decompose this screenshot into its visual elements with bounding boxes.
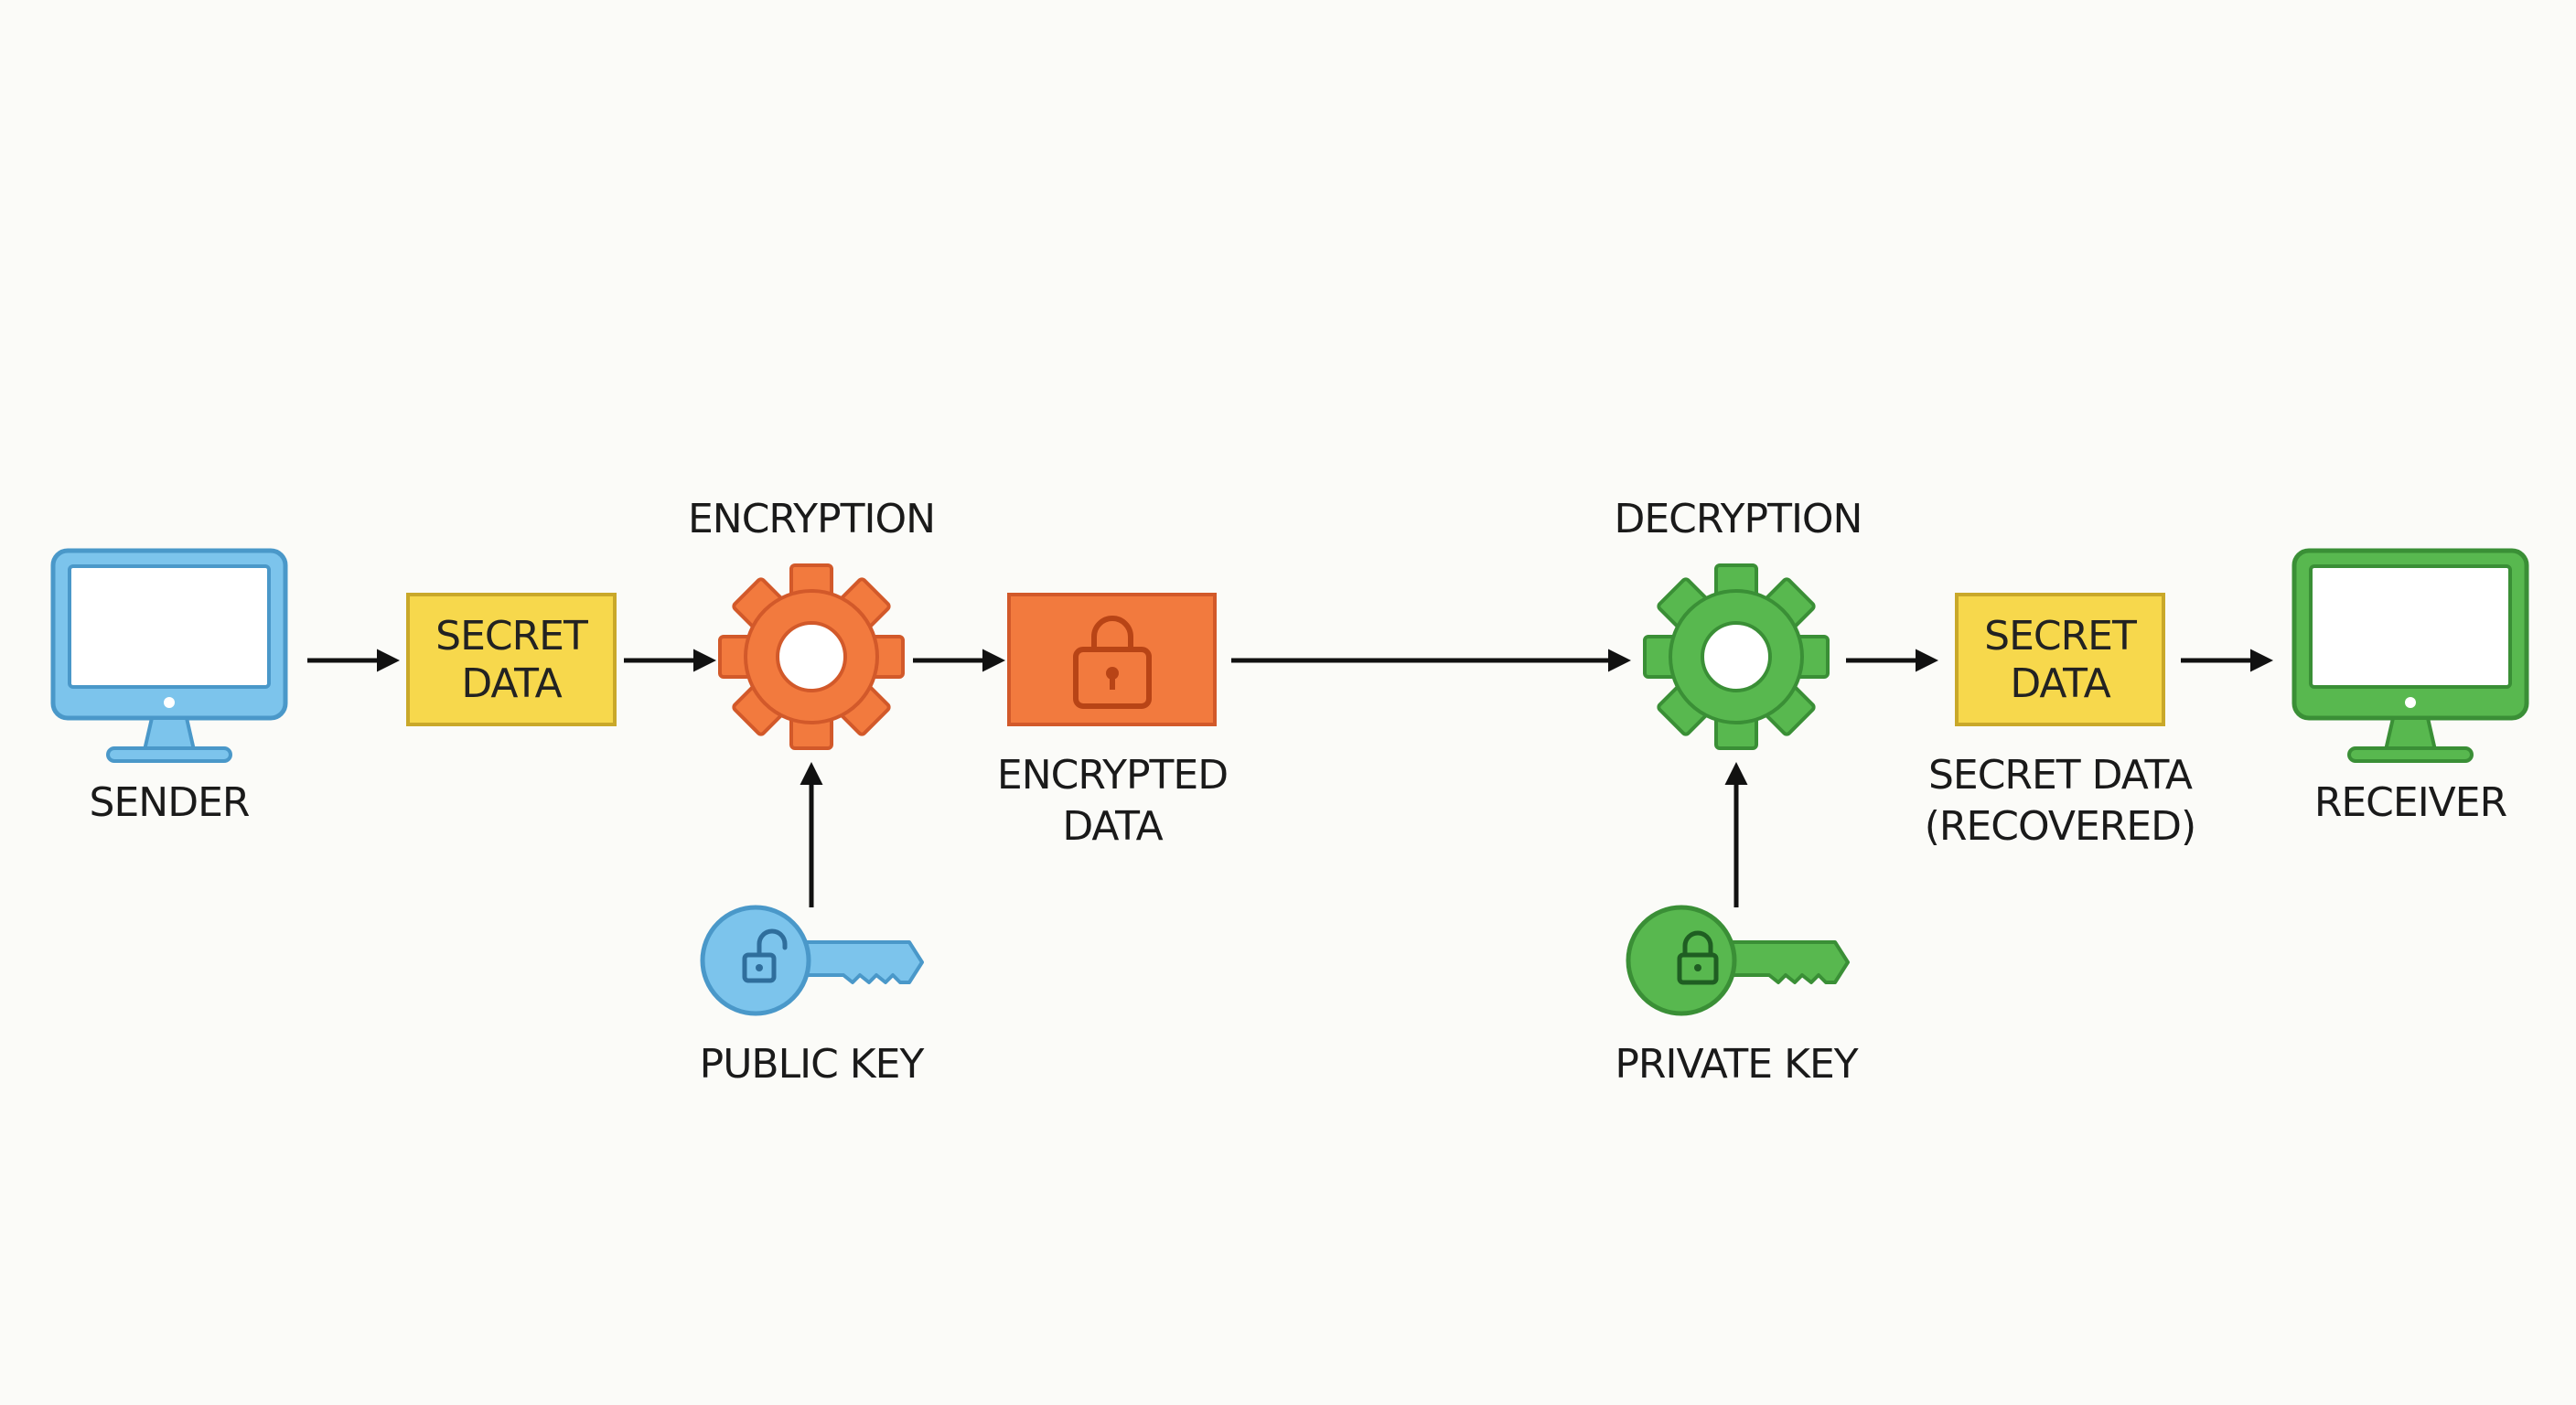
secret-data-input-node: SECRET DATA (406, 593, 617, 726)
public-key-label: PUBLIC KEY (700, 1041, 925, 1088)
encrypted-data-line2: DATA (1062, 803, 1163, 850)
secret-data-line2: DATA (461, 660, 562, 707)
secret-data-out-line2: DATA (2010, 660, 2110, 707)
secret-data-recovered-caption2: (RECOVERED) (1925, 803, 2195, 850)
encryption-node: ENCRYPTION (688, 496, 936, 750)
receiver-monitor-icon (2292, 548, 2529, 763)
secret-data-box (406, 593, 617, 726)
lock-icon (1073, 616, 1152, 709)
private-key-label: PRIVATE KEY (1615, 1041, 1858, 1088)
decryption-node: DECRYPTION (1615, 496, 1862, 750)
receiver-node: RECEIVER (2292, 548, 2529, 826)
decryption-label: DECRYPTION (1615, 496, 1862, 542)
encrypted-data-node: ENCRYPTED DATA (997, 593, 1229, 850)
secret-data-recovered-box (1955, 593, 2165, 726)
secret-data-recovered-caption1: SECRET DATA (1928, 752, 2193, 799)
public-key-icon (700, 905, 924, 1016)
encryption-gear-icon (718, 563, 905, 750)
receiver-label: RECEIVER (2314, 779, 2507, 826)
secret-data-line1: SECRET (435, 613, 588, 660)
private-key-icon (1626, 905, 1850, 1016)
secret-data-output-node: SECRET DATA SECRET DATA (RECOVERED) (1925, 593, 2196, 850)
private-key-node: PRIVATE KEY (1615, 905, 1860, 1088)
secret-data-out-line1: SECRET (1984, 613, 2137, 660)
public-key-node: PUBLIC KEY (700, 905, 925, 1088)
sender-label: SENDER (90, 779, 250, 826)
sender-monitor-icon (50, 548, 288, 763)
decryption-gear-icon (1643, 563, 1830, 750)
encryption-label: ENCRYPTION (688, 496, 935, 542)
sender-node: SENDER (50, 548, 288, 826)
encrypted-data-line1: ENCRYPTED (997, 752, 1228, 799)
